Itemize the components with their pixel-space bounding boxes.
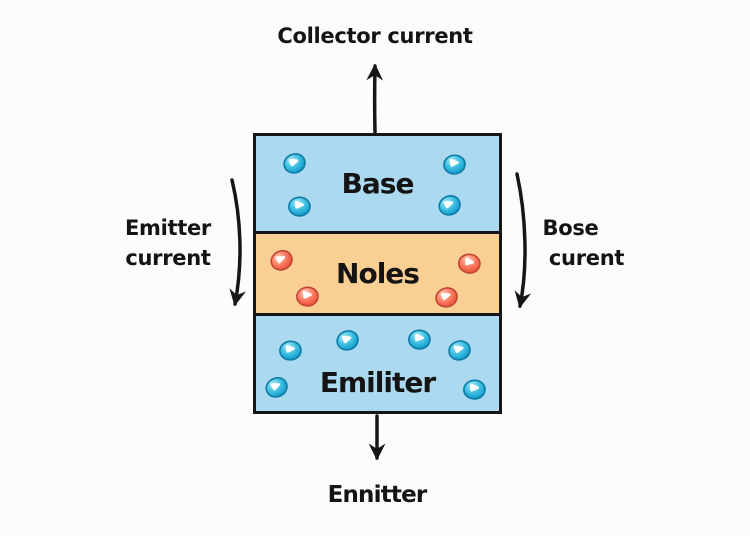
base-current-label: Bose curent (498, 213, 643, 273)
emitter-terminal-label: Ennitter (327, 482, 428, 508)
layer-emiliter: Emiliter (256, 316, 499, 411)
noles-layer-label: Noles (336, 257, 420, 290)
emitter-current-label-line1: Emitter (124, 216, 211, 240)
collector-current-label: Collector current (277, 24, 473, 48)
transistor-box: Base Noles Emiliter (253, 133, 502, 414)
base-layer-label: Base (341, 167, 415, 200)
emitter-current-label: Emitter current (93, 213, 243, 273)
base-current-label-line2: curent (548, 246, 625, 270)
layer-base: Base (256, 136, 499, 231)
base-current-label-line1: Bose (542, 216, 599, 240)
layer-noles: Noles (256, 231, 499, 316)
emitter-current-label-line2: current (125, 246, 211, 270)
emiliter-layer-label: Emiliter (319, 366, 436, 399)
